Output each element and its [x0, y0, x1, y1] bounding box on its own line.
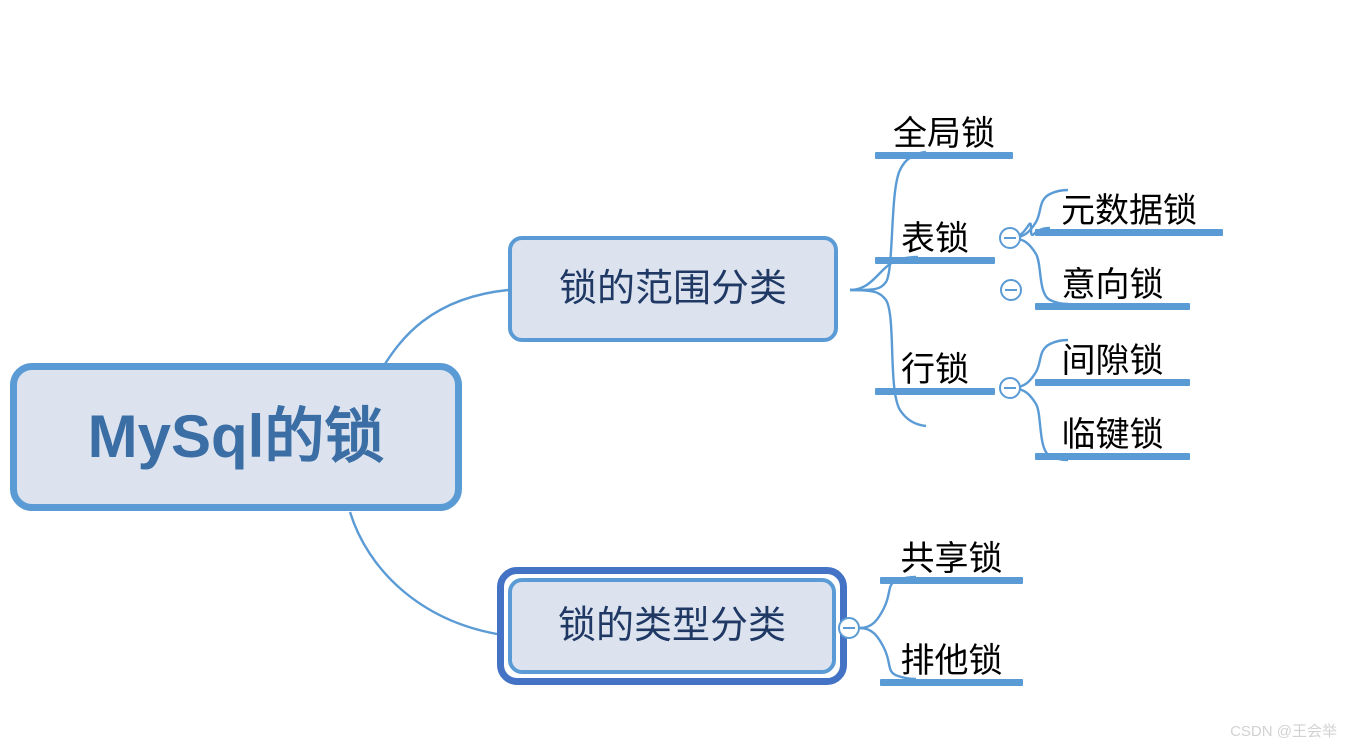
leaf-node-exclusive-lock-label: 排他锁	[900, 642, 1003, 680]
branch-node-type[interactable]: 锁的类型分类	[508, 578, 836, 674]
watermark-text: CSDN @王会举	[1230, 723, 1337, 740]
leaf-underline-intention-lock	[1035, 303, 1190, 310]
branch-node-scope[interactable]: 锁的范围分类	[508, 236, 838, 342]
leaf-underline-row-lock	[875, 388, 995, 395]
leaf-node-next-key-lock[interactable]: 临键锁	[1035, 406, 1190, 460]
leaf-underline-exclusive-lock	[880, 679, 1023, 686]
branch-node-scope-label: 锁的范围分类	[558, 268, 787, 310]
leaf-node-row-lock-label: 行锁	[901, 351, 969, 389]
leaf-node-intention-lock-label: 意向锁	[1061, 266, 1164, 304]
leaf-node-row-lock[interactable]: 行锁	[875, 341, 995, 395]
minus-circle-icon-table-lock[interactable]	[999, 227, 1021, 249]
leaf-node-metadata-lock-label: 元数据锁	[1061, 192, 1197, 230]
leaf-node-gap-lock-label: 间隙锁	[1061, 342, 1164, 380]
branch-node-type-label: 锁的类型分类	[557, 605, 786, 647]
leaf-node-metadata-lock[interactable]: 元数据锁	[1035, 182, 1223, 236]
leaf-node-table-lock-label: 表锁	[901, 220, 969, 258]
leaf-underline-table-lock	[875, 257, 995, 264]
leaf-underline-global-lock	[875, 152, 1013, 159]
leaf-underline-gap-lock	[1035, 379, 1190, 386]
leaf-node-global-lock[interactable]: 全局锁	[875, 105, 1013, 159]
leaf-node-shared-lock[interactable]: 共享锁	[880, 530, 1023, 584]
leaf-node-next-key-lock-label: 临键锁	[1061, 416, 1164, 454]
leaf-node-gap-lock[interactable]: 间隙锁	[1035, 332, 1190, 386]
leaf-node-table-lock[interactable]: 表锁	[875, 210, 995, 264]
minus-circle-icon-type[interactable]	[838, 617, 860, 639]
leaf-underline-next-key-lock	[1035, 453, 1190, 460]
leaf-node-exclusive-lock[interactable]: 排他锁	[880, 632, 1023, 686]
root-node[interactable]: MySql的锁	[10, 363, 462, 511]
root-node-label: MySql的锁	[87, 403, 385, 470]
minus-circle-icon-row-lock[interactable]	[999, 377, 1021, 399]
leaf-node-global-lock-label: 全局锁	[893, 115, 995, 153]
leaf-node-intention-lock[interactable]: 意向锁	[1035, 256, 1190, 310]
leaf-underline-shared-lock	[880, 577, 1023, 584]
leaf-node-shared-lock-label: 共享锁	[900, 540, 1003, 578]
leaf-underline-metadata-lock	[1035, 229, 1223, 236]
minus-circle-icon-scope[interactable]	[1000, 279, 1022, 301]
